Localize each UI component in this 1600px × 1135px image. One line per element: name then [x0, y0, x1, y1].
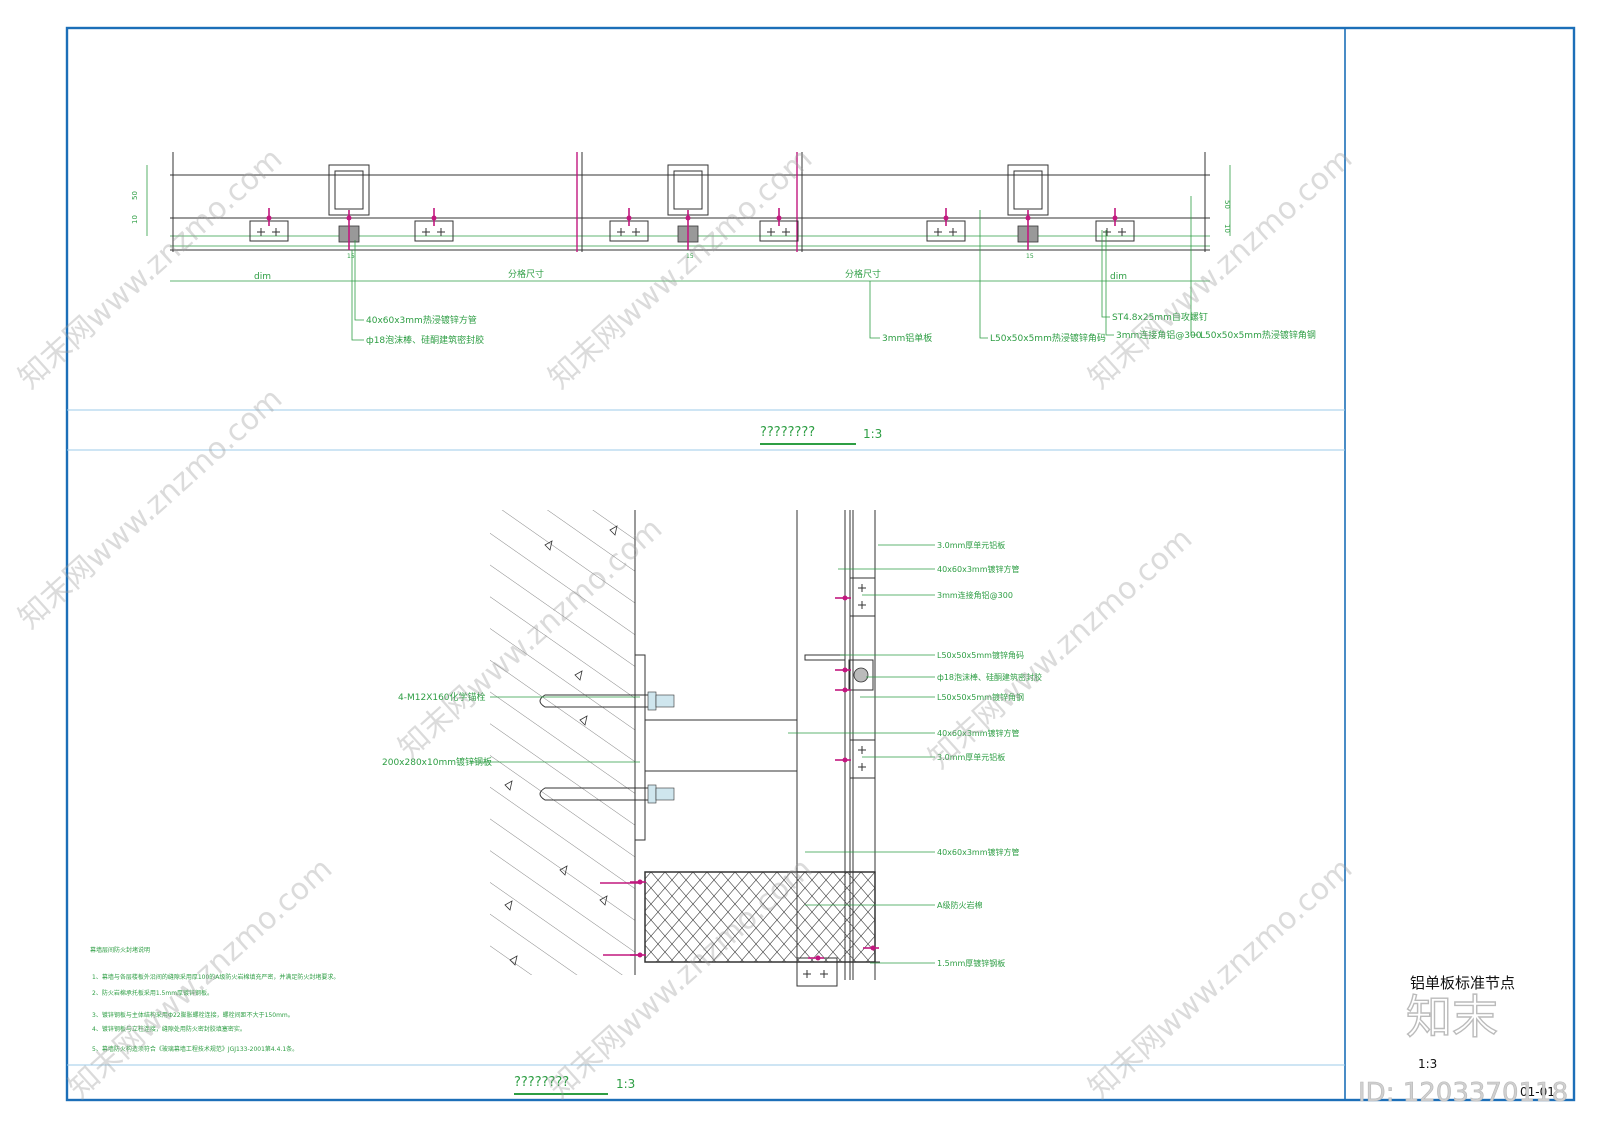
screw-4	[835, 687, 851, 693]
aggregate-mark	[599, 895, 608, 906]
dim-15-b: 15	[686, 253, 694, 260]
dim-10-right: 10	[1223, 224, 1231, 233]
watermark: 知末网www.znzmo.com	[12, 141, 289, 396]
foam-rod	[853, 667, 869, 683]
top-detail-title: ????????	[760, 425, 815, 440]
watermark: 知末网www.znzmo.com	[12, 381, 289, 636]
bottom-detail: 3.0mm厚单元铝板 40x60x3mm镀锌方管 3mm连接角铝@300L50x50…	[90, 510, 1042, 1095]
callout-angle-steel: L50x50x5mm热浸镀锌角钢	[1200, 329, 1316, 341]
angle-steel	[804, 654, 846, 661]
bottom-detail-title: ????????	[514, 1075, 569, 1090]
callout-al-panel: 3mm铝单板	[882, 332, 932, 344]
dim-left-label: dim	[254, 272, 271, 282]
clip-6	[1095, 208, 1135, 242]
drawing-number: 01-01	[1520, 1085, 1555, 1099]
steel-tube-1	[328, 164, 370, 216]
callout-chem-anchor: 4-M12X160化学锚栓	[398, 691, 486, 703]
right-callout-4: L50x50x5mm镀锌角码	[937, 650, 1024, 660]
right-callout-10: A级防火岩棉	[937, 900, 982, 910]
right-callout-3: 3mm连接角铝@300	[937, 590, 1013, 600]
fire-wool	[644, 871, 876, 963]
sealant-2	[677, 210, 699, 250]
steel-tube-2	[667, 164, 709, 216]
screw-8	[863, 945, 879, 951]
dim-50-left: 50	[131, 191, 139, 200]
sealant-1	[338, 210, 360, 250]
aggregate-mark	[609, 525, 618, 536]
callout-screw: ST4.8x25mm自攻螺钉	[1112, 311, 1208, 323]
screw-3	[835, 667, 851, 673]
sheet-scale: 1:3	[1418, 1057, 1437, 1071]
right-callout-11: 1.5mm厚镀锌钢板	[937, 958, 1005, 968]
sheet-border	[65, 26, 1576, 1102]
note-5: 5、幕墙防火构造须符合《玻璃幕墙工程技术规范》JGJ133-2001第4.4.1…	[92, 1045, 298, 1053]
notes-title: 幕墙层间防火封堵说明	[90, 946, 150, 954]
callout-angle-clip: L50x50x5mm热浸镀锌角码	[990, 332, 1106, 344]
top-detail: dim 分格尺寸 分格尺寸 dim 50 10 50 10 15 15 15 4…	[131, 152, 1316, 445]
note-1: 1、幕墙与各层楼板外沿间的缝隙采用厚100的A级防火岩棉填充严密，并满足防火封堵…	[92, 973, 339, 981]
bottom-detail-scale: 1:3	[616, 1077, 635, 1091]
clip-3	[609, 208, 649, 242]
dim-15-a: 15	[347, 253, 355, 260]
logo: 知末	[1406, 990, 1498, 1044]
right-callout-6: L50x50x5mm镀锌角钢	[937, 692, 1024, 702]
right-callout-7: 40x60x3mm镀锌方管	[937, 728, 1020, 738]
aggregate-mark	[544, 540, 553, 551]
watermark: 知末网www.znzmo.com	[1082, 141, 1359, 396]
right-callout-2: 40x60x3mm镀锌方管	[937, 564, 1020, 574]
sealant-3	[1017, 210, 1039, 250]
concrete-wall	[490, 510, 635, 975]
dim-mid1-label: 分格尺寸	[508, 268, 544, 280]
id-text: ID: 1203370118	[1358, 1078, 1568, 1108]
callout-embed-plate: 200x280x10mm镀锌钢板	[382, 756, 492, 768]
watermark: 知末网www.znzmo.com	[542, 141, 819, 396]
right-callout-5: ф18泡沫棒、硅酮建筑密封胶	[937, 672, 1042, 682]
screw-7	[808, 955, 824, 961]
watermark: 知末网www.znzmo.com	[1082, 851, 1359, 1106]
aggregate-mark	[574, 670, 583, 681]
dim-50-right: 50	[1223, 200, 1231, 209]
callout-sealant: ф18泡沫棒、硅酮建筑密封胶	[366, 334, 484, 346]
right-callout-1: 3.0mm厚单元铝板	[937, 540, 1005, 550]
note-3: 3、镀锌钢板与主体结构采用Ф22膨胀螺栓连接，螺栓间距不大于150mm。	[92, 1011, 294, 1019]
steel-tube-3	[1007, 164, 1049, 216]
callout-connector: 3mm连接角铝@300	[1116, 329, 1202, 341]
callout-tube: 40x60x3mm热浸镀锌方管	[366, 314, 477, 326]
clip-5	[926, 208, 966, 242]
dim-10-left: 10	[131, 215, 139, 224]
right-callout-8: 3.0mm厚单元铝板	[937, 752, 1005, 762]
watermark: 知末网www.znzmo.com	[922, 521, 1199, 776]
aggregate-mark	[504, 900, 513, 911]
embed-plate	[634, 654, 646, 841]
screw-1	[835, 595, 851, 601]
clip-4	[759, 208, 799, 242]
note-2: 2、防火岩棉承托板采用1.5mm厚镀锌钢板。	[92, 989, 213, 997]
sheet-title: 铝单板标准节点	[1410, 974, 1515, 992]
anchor-bolt-2	[539, 787, 653, 801]
dim-right-label: dim	[1110, 272, 1127, 282]
note-4: 4、镀锌钢板与立柱连接，缝隙处用防火密封胶填塞密实。	[92, 1025, 246, 1033]
clip-block-1	[849, 577, 876, 617]
dim-mid2-label: 分格尺寸	[845, 268, 881, 280]
clip-2	[414, 208, 454, 242]
dim-15-c: 15	[1026, 253, 1034, 260]
top-detail-scale: 1:3	[863, 427, 882, 441]
right-callout-9: 40x60x3mm镀锌方管	[937, 847, 1020, 857]
clip-block-2	[849, 739, 876, 779]
screw-2	[835, 757, 851, 763]
aggregate-mark	[579, 715, 588, 726]
aggregate-mark	[504, 780, 513, 791]
aggregate-mark	[509, 955, 518, 966]
anchor-bolt-1	[539, 694, 653, 708]
aggregate-mark	[559, 865, 568, 876]
clip-1	[249, 208, 289, 242]
